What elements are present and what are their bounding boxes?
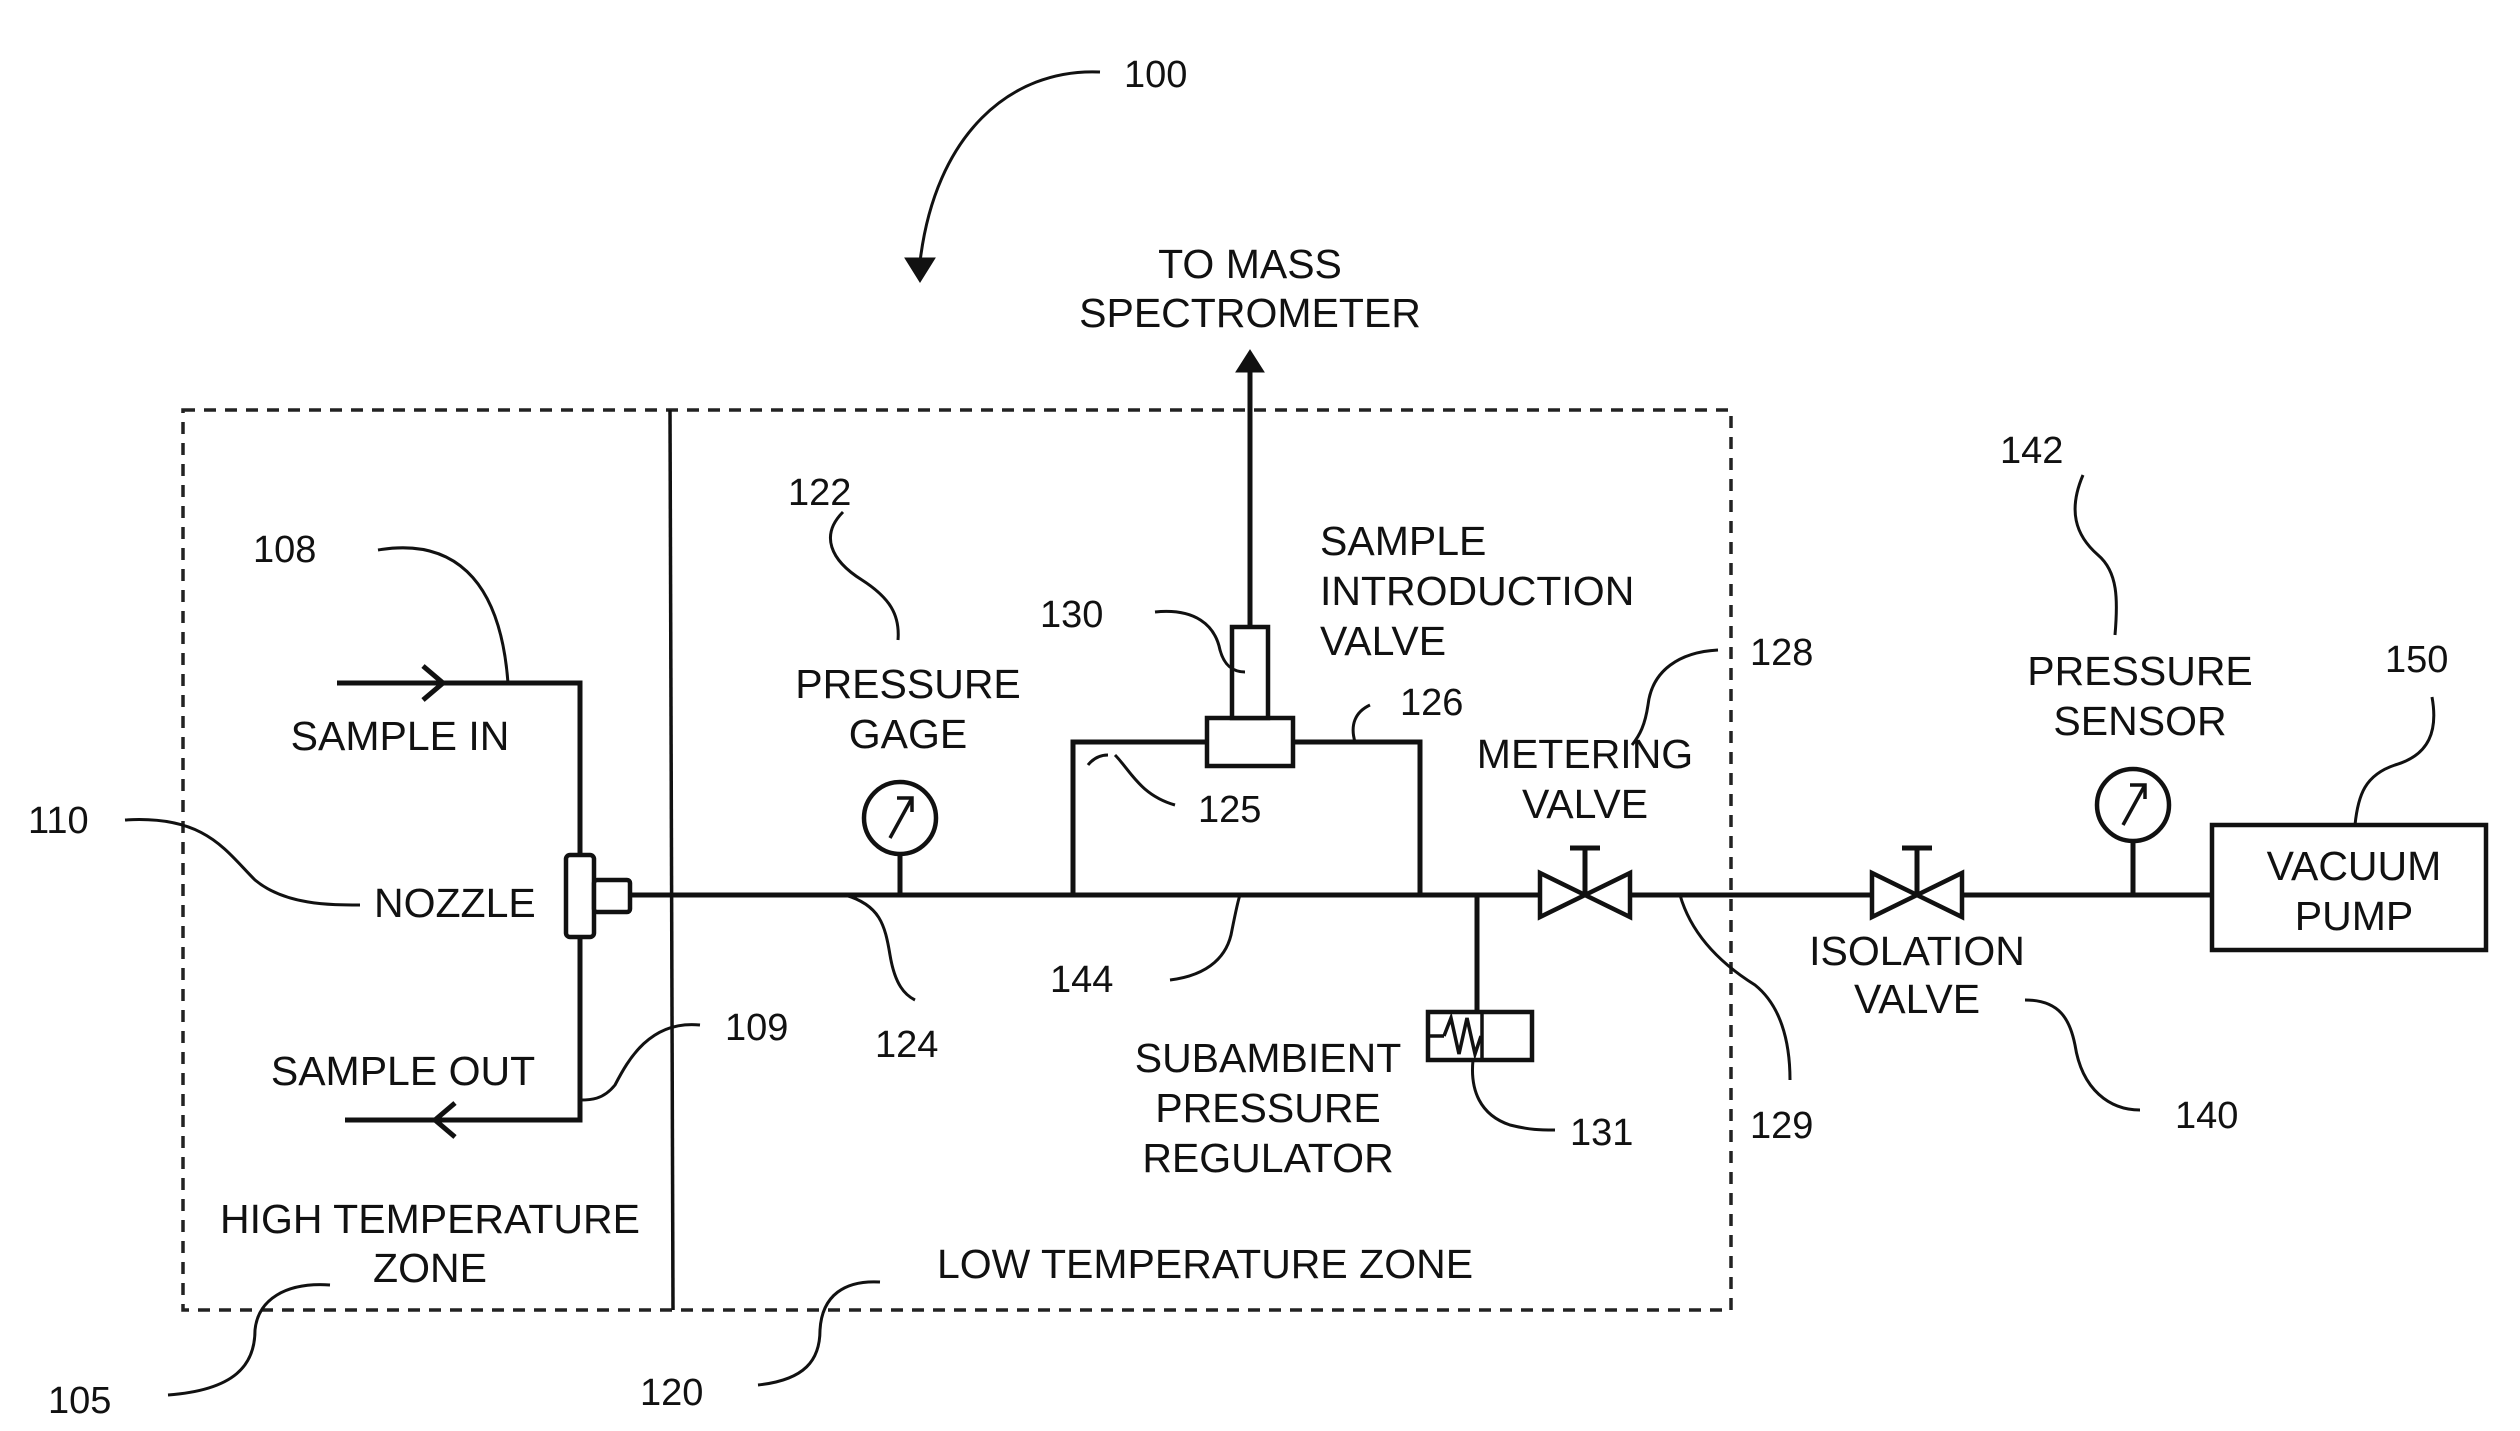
sample-in-label: SAMPLE IN [291, 713, 510, 759]
sample-inlet: SAMPLE IN 108 [253, 529, 580, 858]
branch-right-ref: 126 [1400, 682, 1463, 724]
sample-valve-body [1207, 718, 1293, 766]
sensor-ref: 142 [2000, 430, 2063, 472]
figure-number: 100 [1124, 54, 1187, 96]
vacuum-pump-label-line1: VACUUM [2267, 843, 2442, 889]
nozzle: NOZZLE 110 [28, 800, 630, 937]
regulator-label-line3: REGULATOR [1142, 1135, 1393, 1181]
bypass-leader [1170, 895, 1240, 980]
vacuum-pump-leader [2355, 697, 2434, 825]
pressure-regulator: SUBAMBIENT PRESSURE REGULATOR 131 [1135, 895, 1634, 1181]
low-zone-label: LOW TEMPERATURE ZONE [937, 1241, 1473, 1287]
nozzle-ref: 110 [28, 800, 89, 842]
metering-valve-label-line1: METERING [1477, 731, 1693, 777]
low-zone-leader [758, 1282, 880, 1385]
metering-valve: METERING VALVE 128 [1477, 632, 1814, 917]
figure-reference: 100 [905, 54, 1187, 282]
high-zone-ref: 105 [48, 1380, 111, 1422]
regulator-label-line2: PRESSURE [1155, 1085, 1381, 1131]
sample-out-label: SAMPLE OUT [271, 1048, 535, 1094]
gage-label-line1: PRESSURE [795, 661, 1021, 707]
branch-left-ref: 125 [1198, 789, 1261, 831]
sensor-leader [2075, 475, 2116, 635]
isolation-valve-ref: 140 [2175, 1095, 2238, 1137]
high-zone-label-line1: HIGH TEMPERATURE [220, 1196, 640, 1242]
gage-leader [830, 512, 898, 640]
figure-arrow-curve [920, 72, 1100, 262]
mass-spec-arrow-icon [1236, 350, 1264, 372]
branch-left-leader-tail [1088, 755, 1108, 765]
metering-valve-right-triangle [1585, 873, 1630, 917]
bypass-ref: 144 [1050, 959, 1113, 1001]
branch-pipe-right [1293, 742, 1420, 895]
isolation-valve-label-line1: ISOLATION [1809, 928, 2025, 974]
gage-ref: 122 [788, 472, 851, 514]
high-zone-leader [168, 1285, 330, 1395]
sample-valve-label-line3: VALVE [1320, 618, 1446, 664]
low-temperature-zone: LOW TEMPERATURE ZONE 120 [640, 1241, 1473, 1414]
zone-boundaries [183, 410, 1731, 1310]
zone-divider [670, 410, 673, 1310]
regulator-label-line1: SUBAMBIENT [1135, 1035, 1402, 1081]
inlet-ref: 108 [253, 529, 316, 571]
pressure-gage: PRESSURE GAGE 122 [788, 472, 1021, 895]
metering-valve-label-line2: VALVE [1522, 781, 1648, 827]
isolation-valve: ISOLATION VALVE 140 [1809, 848, 2238, 1137]
main-line-ref: 124 [875, 1024, 938, 1066]
vacuum-pump-ref: 150 [2385, 639, 2448, 681]
high-zone-label-line2: ZONE [373, 1245, 487, 1291]
sensor-label-line1: PRESSURE [2027, 648, 2253, 694]
sample-valve-label-line1: SAMPLE [1320, 518, 1486, 564]
isolation-valve-leader [2025, 1000, 2140, 1110]
isolation-valve-right-triangle [1917, 873, 1962, 917]
low-zone-ref: 120 [640, 1372, 703, 1414]
outlet-leader [580, 1025, 700, 1100]
sample-valve-label-line2: INTRODUCTION [1320, 568, 1634, 614]
regulator-leader [1472, 1060, 1555, 1130]
downstream-ref: 129 [1750, 1105, 1813, 1147]
regulator-ref: 131 [1570, 1112, 1633, 1154]
branch-left-leader [1115, 755, 1175, 805]
main-line-leader [845, 895, 915, 1000]
mass-spec-label-line2: SPECTROMETER [1079, 290, 1421, 336]
branch-right-leader [1353, 705, 1370, 742]
mass-spec-label-line1: TO MASS [1158, 241, 1342, 287]
isolation-valve-label-line2: VALVE [1854, 976, 1980, 1022]
sample-outlet: SAMPLE OUT 109 [271, 918, 789, 1137]
vacuum-pump-label-line2: PUMP [2295, 893, 2413, 939]
metering-valve-ref: 128 [1750, 632, 1813, 674]
nozzle-tip [594, 880, 630, 912]
high-temperature-zone: HIGH TEMPERATURE ZONE 105 [48, 1196, 640, 1422]
nozzle-label: NOZZLE [374, 880, 536, 926]
downstream-leader [1680, 895, 1790, 1080]
sample-valve-ref: 130 [1040, 594, 1103, 636]
zone-outer-boundary [183, 410, 1731, 1310]
gage-label-line2: GAGE [849, 711, 967, 757]
inlet-pipe [337, 683, 580, 858]
isolation-valve-left-triangle [1872, 873, 1917, 917]
figure-arrow-head [905, 258, 935, 282]
metering-valve-left-triangle [1540, 873, 1585, 917]
outlet-ref: 109 [725, 1007, 788, 1049]
nozzle-leader [125, 820, 360, 905]
vacuum-pump: VACUUM PUMP 150 [2212, 639, 2486, 950]
inlet-leader [378, 548, 508, 683]
nozzle-body [566, 855, 594, 937]
branch-pipe-left [1073, 742, 1207, 895]
sensor-label-line2: SENSOR [2053, 698, 2226, 744]
